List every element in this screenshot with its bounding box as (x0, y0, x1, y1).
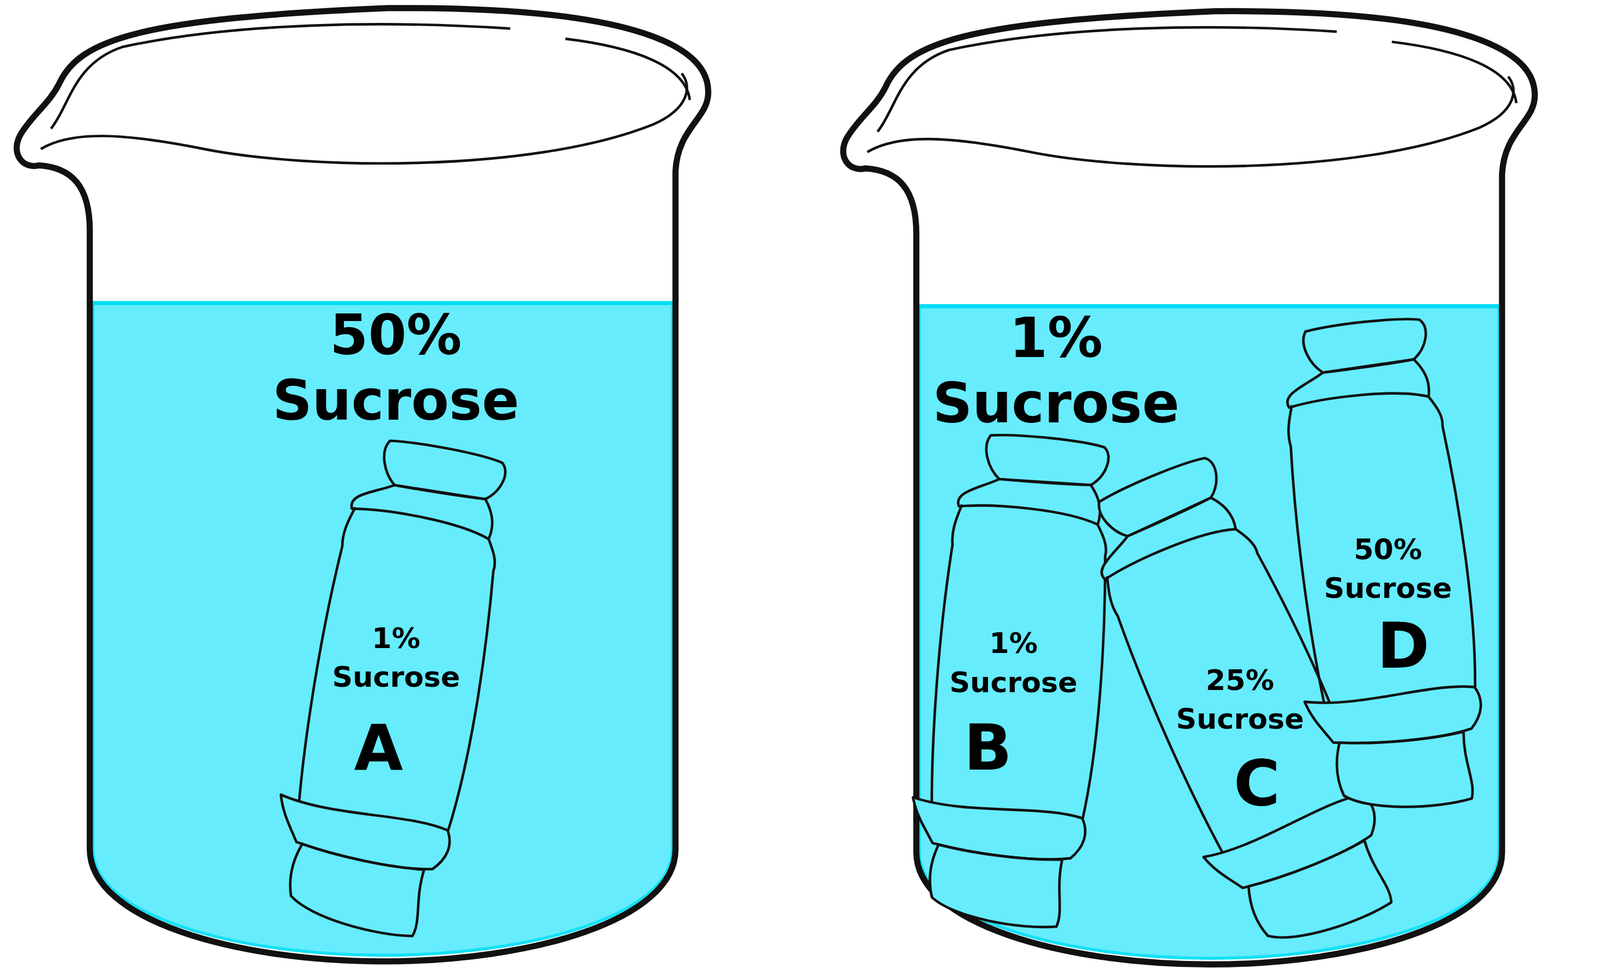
beaker-outline (843, 10, 1535, 965)
bag-flare (1283, 358, 1430, 414)
dialysis-bag: 25% SucroseC (1089, 428, 1397, 968)
label-anchor: A (354, 714, 404, 783)
bag-solution-label: 1% Sucrose (949, 624, 1078, 702)
bag-knot (283, 843, 427, 939)
label-anchor: 1% Sucrose (949, 624, 1078, 702)
bag-letter: C (1233, 749, 1281, 818)
bag-flare (349, 476, 497, 539)
beaker-rim (565, 38, 690, 100)
liquid-surface (919, 304, 1500, 308)
beaker: 1% Sucrose1% SucroseB25% SucroseC50% Suc… (841, 3, 1547, 968)
label-anchor: 50% Sucrose (1324, 530, 1453, 609)
bag-solution-label: 25% Sucrose (1176, 661, 1305, 739)
bag-letter: A (354, 714, 404, 783)
beaker-rim (40, 73, 688, 164)
liquid (919, 306, 1500, 959)
beaker: 50% Sucrose1% SucroseA (15, 0, 720, 968)
bag-side (293, 505, 356, 805)
bag-flare (957, 473, 1103, 525)
bag-knot (1243, 835, 1395, 957)
beaker-rim (1391, 41, 1517, 103)
beaker-rim (51, 24, 511, 129)
dialysis-bag: 1% SucroseA (244, 413, 551, 965)
label-anchor: 25% Sucrose (1176, 661, 1305, 739)
dialysis-bag (1089, 428, 1397, 968)
solution-label: 50% Sucrose (272, 302, 520, 434)
bag-solution-label: 50% Sucrose (1324, 530, 1453, 609)
solution-label: 1% Sucrose (932, 306, 1180, 438)
bag-side (1282, 404, 1329, 706)
bag-letter: B (964, 714, 1013, 783)
label-anchor: 1% Sucrose (331, 619, 460, 698)
liquid (92, 302, 673, 955)
beaker-rim (867, 76, 1514, 167)
bag-flare (1091, 493, 1238, 586)
label-anchor: C (1233, 749, 1281, 818)
label-anchor: 1% Sucrose (932, 306, 1180, 438)
bag-side (925, 503, 962, 806)
bag-solution-label: 1% Sucrose (331, 619, 460, 698)
bag-side (1428, 394, 1483, 693)
bag-knot (1334, 726, 1475, 817)
beaker-outline (16, 8, 709, 962)
bag-knot (926, 844, 1065, 930)
label-anchor: 50% Sucrose (272, 302, 520, 434)
bag-letter: D (1377, 611, 1430, 680)
beaker-rim (877, 27, 1337, 132)
label-anchor: B (964, 714, 1013, 783)
label-anchor: D (1377, 611, 1430, 680)
